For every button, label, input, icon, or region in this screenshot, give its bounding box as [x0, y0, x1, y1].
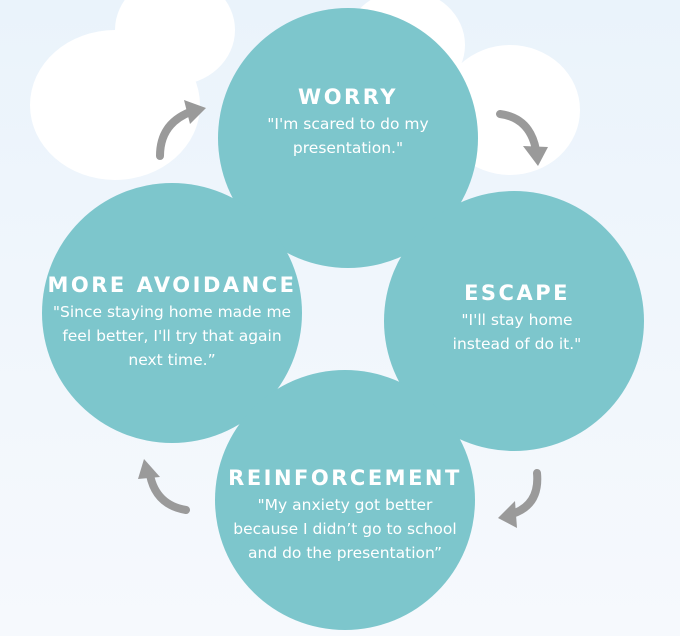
- node-more-avoidance-quote: "Since staying home made me feel better,…: [52, 303, 292, 369]
- node-escape-title: ESCAPE: [464, 281, 570, 305]
- arrow-more-avoidance-to-worry: [156, 100, 206, 160]
- arrow-reinforcement-to-more-avoidance: [138, 459, 190, 514]
- node-worry-quote: "I'm scared to do my presentation.": [267, 115, 429, 157]
- node-worry-title: WORRY: [298, 85, 398, 109]
- node-more-avoidance-circle: [42, 183, 302, 443]
- node-escape-quote: "I'll stay home instead of do it.": [452, 311, 582, 353]
- node-reinforcement-circle: [215, 370, 475, 630]
- arrow-worry-to-escape: [496, 110, 548, 166]
- cloud-decoration: [115, 0, 235, 85]
- node-more-avoidance: MORE AVOIDANCE "Since staying home made …: [37, 272, 307, 372]
- arrow-escape-to-reinforcement: [498, 469, 542, 528]
- node-more-avoidance-title: MORE AVOIDANCE: [47, 273, 297, 297]
- node-worry: WORRY "I'm scared to do my presentation.…: [218, 84, 478, 160]
- node-reinforcement-quote: "My anxiety got better because I didn’t …: [233, 496, 457, 562]
- node-escape: ESCAPE "I'll stay home instead of do it.…: [387, 280, 647, 356]
- node-reinforcement-title: REINFORCEMENT: [228, 466, 462, 490]
- node-reinforcement: REINFORCEMENT "My anxiety got better bec…: [205, 465, 485, 565]
